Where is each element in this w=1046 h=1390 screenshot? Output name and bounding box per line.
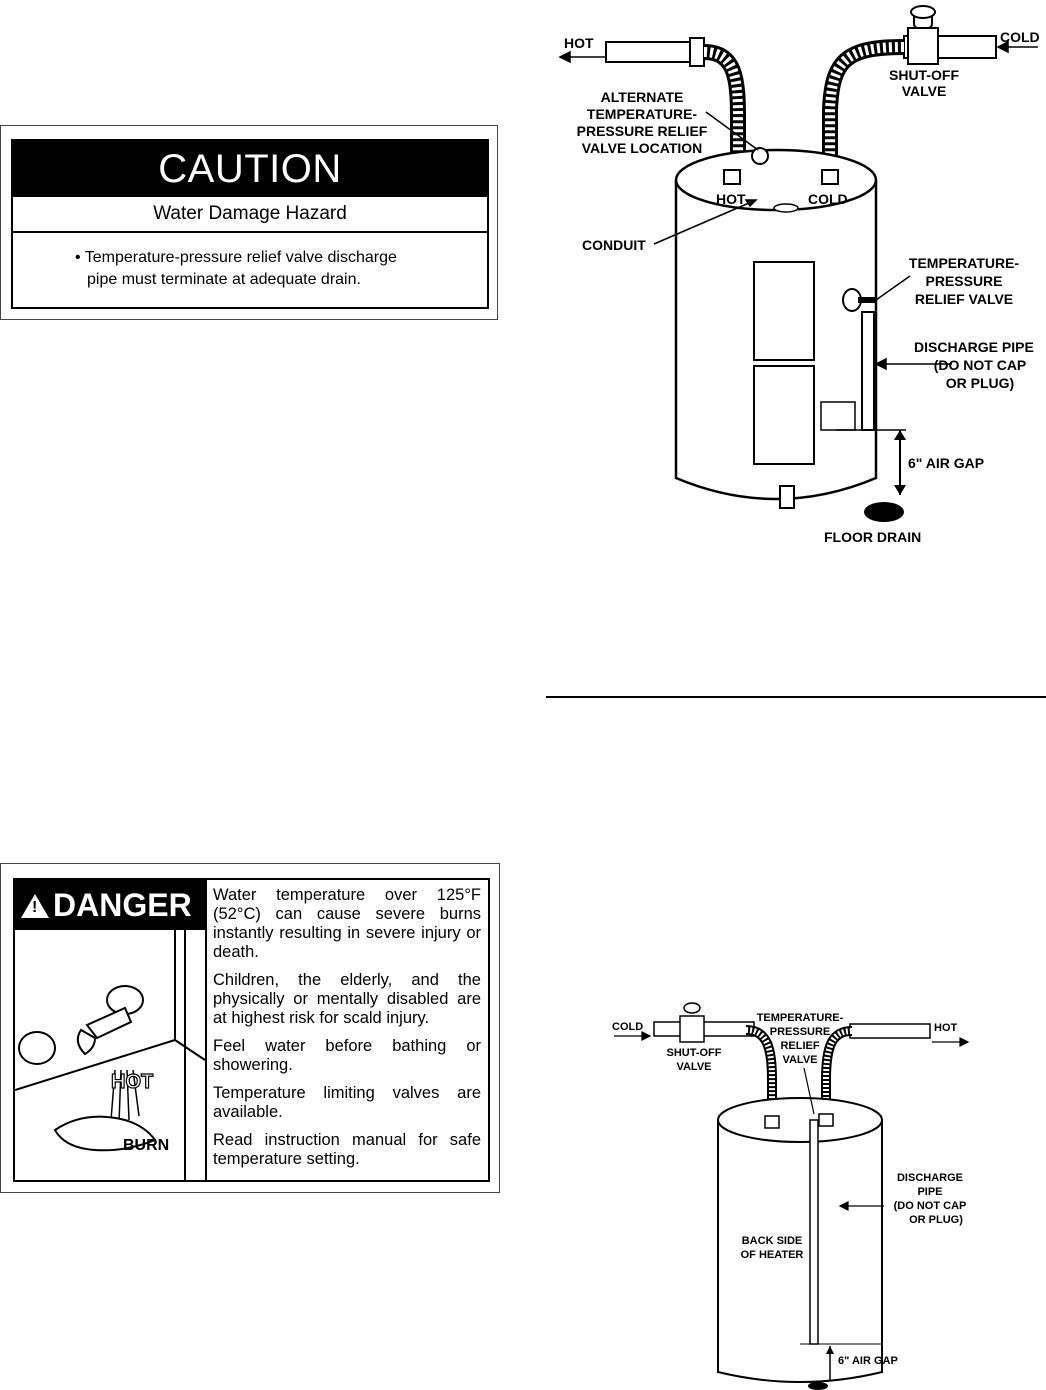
back-cold-inlet-pipe [653,1002,777,1118]
illustration-burn-text: BURN [123,1137,169,1154]
warning-triangle-icon [21,894,49,918]
water-heater-back-diagram: COLD HOT SHUT-OFF VALVE TEMPERATURE- PRE… [612,1002,970,1390]
label-alt-3: PRESSURE RELIEF [577,123,708,139]
label-discharge-1: DISCHARGE PIPE [914,339,1034,355]
scald-hand-faucet-illustration: HOT BURN [15,930,205,1180]
danger-header: DANGER [15,880,205,930]
label-shutoff-1: SHUT-OFF [889,67,959,83]
danger-heading: DANGER [53,887,192,923]
label-tank-cold: COLD [808,191,848,207]
danger-paragraph: Water temperature over 125°F (52°C) can … [213,886,481,961]
back-hot-outlet-pipe [821,1023,931,1114]
callout-leader-lines [558,40,1038,371]
back-label-shutoff-1: SHUT-OFF [667,1047,722,1059]
danger-paragraph: Feel water before bathing or showering. [213,1037,481,1074]
back-label-air-gap: 6" AIR GAP [838,1355,898,1367]
water-heater-tank [674,147,906,509]
label-tank-hot: HOT [716,191,746,207]
back-label-discharge-4: OR PLUG) [909,1214,963,1226]
label-alt-1: ALTERNATE [601,89,684,105]
caution-label: CAUTION Water Damage Hazard • Temperatur… [0,125,498,320]
label-discharge-2: (DO NOT CAP [934,357,1027,373]
hot-outlet-pipe [605,37,769,210]
label-tpr-2: PRESSURE [925,273,1002,289]
danger-label: DANGER HOT BURN Water temp [0,863,500,1193]
back-label-tpr-2: PRESSURE [770,1026,831,1038]
back-label-discharge-3: (DO NOT CAP [894,1200,967,1212]
back-diagram-labels: COLD HOT SHUT-OFF VALVE TEMPERATURE- PRE… [612,1012,966,1367]
back-water-heater-tank [717,1097,883,1390]
label-floor-drain: FLOOR DRAIN [824,529,921,545]
danger-text-column: Water temperature over 125°F (52°C) can … [213,886,481,1178]
danger-paragraph: Children, the elderly, and the physicall… [213,971,481,1027]
cold-inlet-pipe [822,5,997,170]
label-shutoff-2: VALVE [902,83,947,99]
label-tpr-3: RELIEF VALVE [915,291,1013,307]
label-air-gap: 6" AIR GAP [908,455,984,471]
label-tpr-1: TEMPERATURE- [909,255,1020,271]
label-alt-4: VALVE LOCATION [582,140,703,156]
caution-heading: CAUTION [13,141,487,197]
back-label-discharge-2: PIPE [917,1186,942,1198]
water-heater-front-diagram: HOT COLD SHUT-OFF VALVE ALTERNATE TEMPER… [558,5,1040,545]
caution-body: • Temperature-pressure relief valve disc… [13,233,487,291]
back-label-cold: COLD [612,1021,643,1033]
air-gap-and-floor-drain [864,430,906,522]
front-diagram-labels: HOT COLD SHUT-OFF VALVE ALTERNATE TEMPER… [564,29,1040,545]
section-divider [546,696,1046,698]
back-label-tpr-1: TEMPERATURE- [757,1012,844,1024]
label-discharge-3: OR PLUG) [946,375,1014,391]
back-callout-arrows [614,1031,970,1211]
label-cold: COLD [1000,29,1040,45]
danger-paragraph: Temperature limiting valves are availabl… [213,1084,481,1121]
back-label-tpr-4: VALVE [782,1054,817,1066]
back-label-hot: HOT [934,1022,958,1034]
illustration-hot-text: HOT [111,1071,153,1093]
danger-paragraph: Read instruction manual for safe tempera… [213,1131,481,1168]
back-label-backside-1: BACK SIDE [742,1235,803,1247]
label-hot: HOT [564,35,594,51]
caution-bullet-line-2: pipe must terminate at adequate drain. [87,271,361,288]
label-alt-2: TEMPERATURE- [587,106,698,122]
danger-illustration-column: DANGER HOT BURN [15,880,207,1180]
back-label-discharge-1: DISCHARGE [897,1172,963,1184]
back-label-tpr-3: RELIEF [780,1040,819,1052]
label-conduit: CONDUIT [582,237,646,253]
danger-label-frame: DANGER HOT BURN Water temp [13,878,490,1182]
caution-label-frame: CAUTION Water Damage Hazard • Temperatur… [11,139,489,309]
caution-subheading: Water Damage Hazard [13,197,487,233]
back-label-backside-2: OF HEATER [741,1249,804,1261]
back-label-shutoff-2: VALVE [676,1061,711,1073]
caution-bullet-line-1: • Temperature-pressure relief valve disc… [75,249,397,266]
